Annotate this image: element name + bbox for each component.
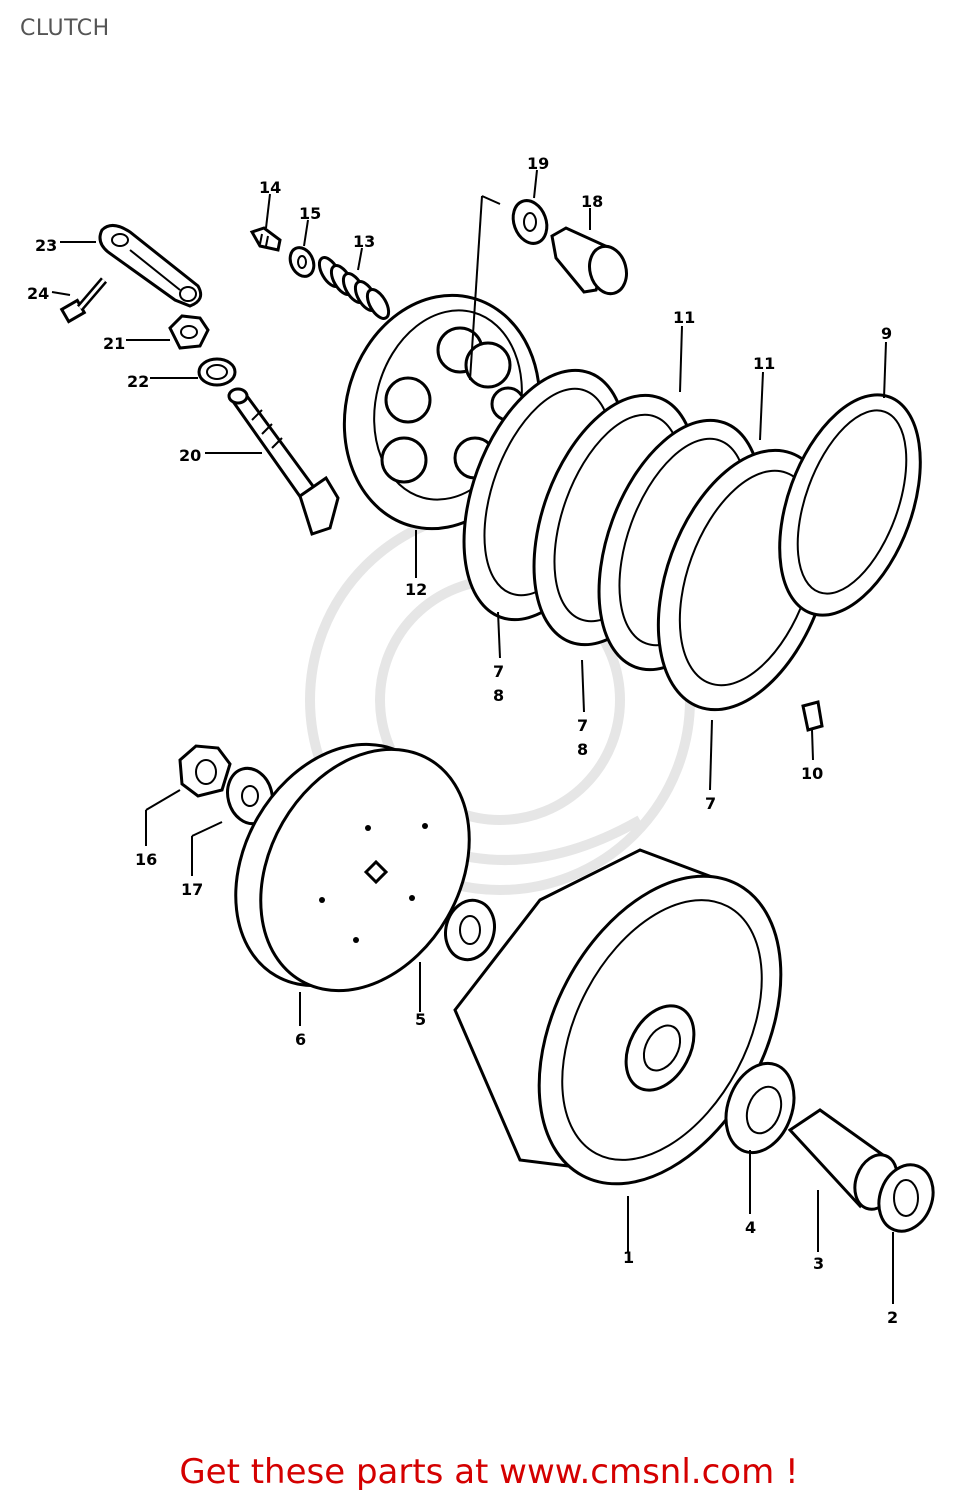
callout-13: 13 <box>353 232 375 251</box>
callout-9: 9 <box>881 324 892 343</box>
callout-17: 17 <box>181 880 203 899</box>
locknut-part <box>178 744 232 798</box>
callout-24: 24 <box>27 284 49 303</box>
callout-7c: 7 <box>705 794 716 813</box>
footer-link[interactable]: Get these parts at www.cmsnl.com ! <box>179 1452 799 1492</box>
callout-22: 22 <box>127 372 149 391</box>
callout-16: 16 <box>135 850 157 869</box>
callout-11b: 11 <box>753 354 775 373</box>
pin-part <box>550 226 628 296</box>
callout-10: 10 <box>801 764 823 783</box>
leader-lines <box>51 169 894 1304</box>
washer-part <box>288 246 316 278</box>
callout-8a: 8 <box>493 686 504 705</box>
callout-21: 21 <box>103 334 125 353</box>
washer-end-part <box>877 1163 935 1233</box>
callout-6: 6 <box>295 1030 306 1049</box>
bolt-small-part <box>249 226 282 252</box>
clutch-spring-part <box>317 256 391 320</box>
callout-2: 2 <box>887 1308 898 1327</box>
callout-11a: 11 <box>673 308 695 327</box>
callout-23: 23 <box>35 236 57 255</box>
o-ring-part <box>197 357 237 387</box>
callout-labels: 1 2 3 4 5 6 7 8 7 8 7 9 10 11 11 12 13 1… <box>27 154 898 1327</box>
clutch-sleeve-hub-part <box>234 742 471 993</box>
gear-part <box>724 1061 796 1155</box>
washer-large-part <box>511 199 549 245</box>
callout-19: 19 <box>527 154 549 173</box>
callout-20: 20 <box>179 446 201 465</box>
callout-3: 3 <box>813 1254 824 1273</box>
bolt-part <box>59 277 108 324</box>
callout-7a: 7 <box>493 662 504 681</box>
callout-8b: 8 <box>577 740 588 759</box>
small-pin-part <box>801 700 824 732</box>
release-arm-part <box>98 224 203 308</box>
callout-15: 15 <box>299 204 321 223</box>
callout-18: 18 <box>581 192 603 211</box>
callout-4: 4 <box>745 1218 756 1237</box>
thrust-washer-part <box>444 898 496 962</box>
nut-part <box>168 314 210 350</box>
callout-5: 5 <box>415 1010 426 1029</box>
push-rod-part <box>227 387 340 536</box>
callout-14: 14 <box>259 178 281 197</box>
callout-7b: 7 <box>577 716 588 735</box>
callout-1: 1 <box>623 1248 634 1267</box>
clutch-plates-stack <box>462 368 922 712</box>
page-title: CLUTCH <box>20 16 110 41</box>
callout-12: 12 <box>405 580 427 599</box>
clutch-housing-part <box>453 848 783 1186</box>
